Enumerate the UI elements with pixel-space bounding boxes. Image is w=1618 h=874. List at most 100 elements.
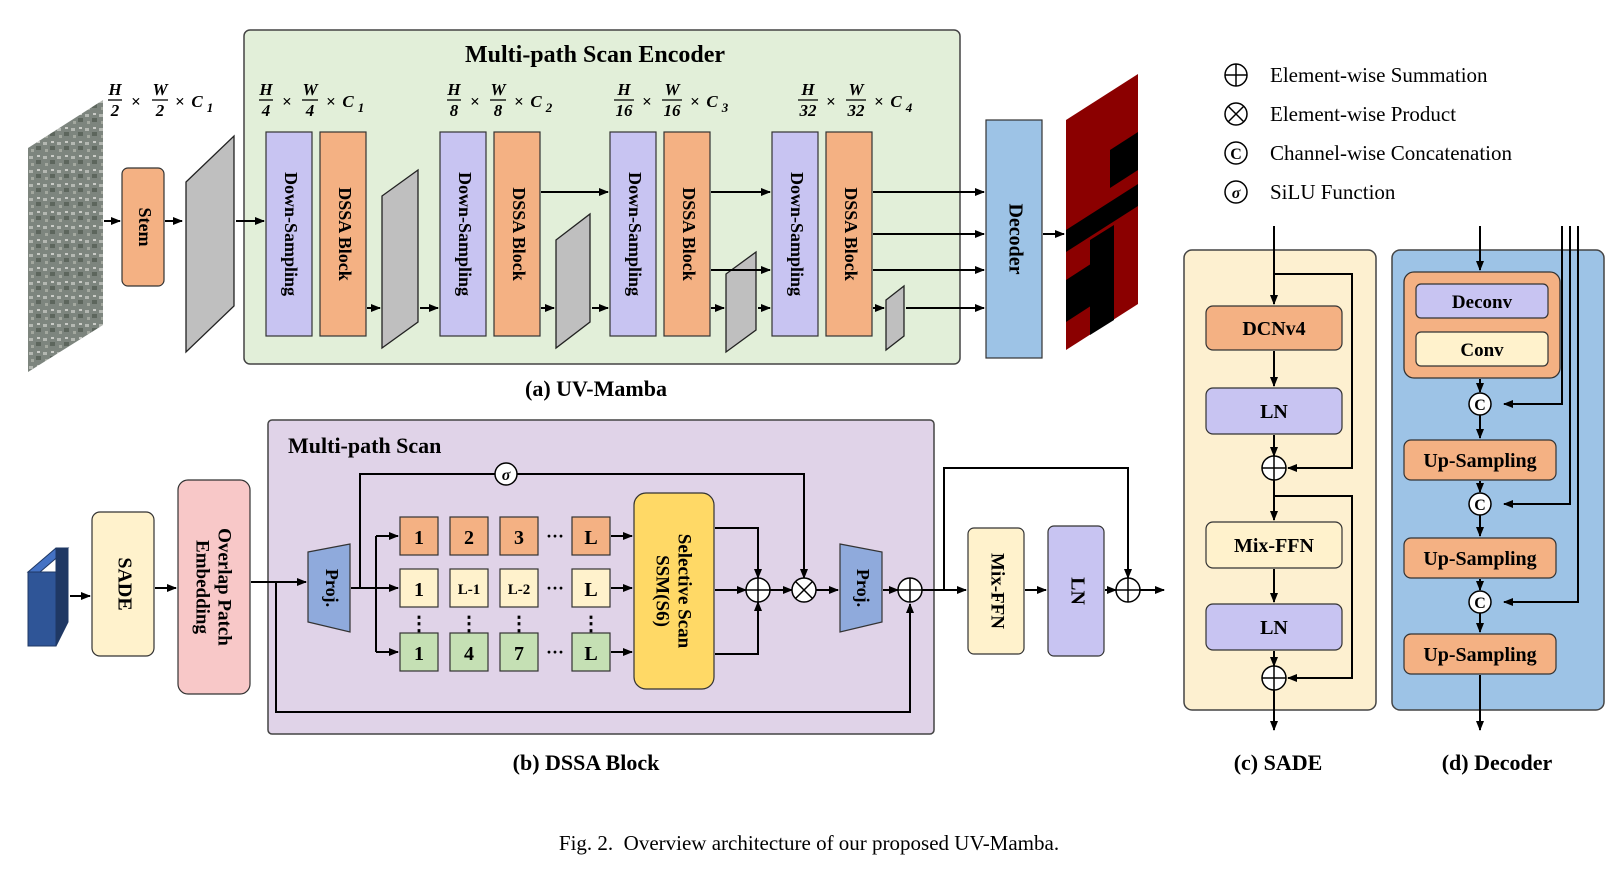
svg-text:H: H [258,80,273,99]
residual-path [943,467,1132,590]
dim-label: H 4 × W 4 × C 1 [258,80,364,120]
feature-map [185,134,235,354]
selective-scan-box [633,492,715,690]
scan-row-strided: 1 4 7 ··· L [399,632,611,672]
arrow [715,601,762,655]
svg-text:×: × [690,92,700,111]
svg-text:W: W [302,80,319,99]
sade-panel [1183,249,1377,711]
proj-label: Proj. [322,569,342,607]
upsampling-label: Up-Sampling [1423,450,1536,472]
svg-text:32: 32 [847,101,866,120]
residual-path [275,582,914,713]
svg-text:C: C [530,92,542,111]
dssa-label: DSSA Block [679,187,699,281]
hdots: ··· [546,578,564,598]
dim-label: H 16 × W 16 × C 3 [614,80,729,120]
token [499,632,539,672]
svg-text:H: H [446,80,461,99]
output-segmentation-map [1066,74,1138,350]
svg-text:σ: σ [1232,185,1241,202]
hdots: ··· [546,526,564,546]
svg-text:W: W [152,80,169,99]
ssm-label-line1: Selective Scan [674,534,695,649]
scan-row-reverse: 1 L-1 L-2 ··· L [399,568,611,608]
token-label: L-2 [508,582,531,598]
svg-text:×: × [326,92,336,111]
upsampling-box [1403,439,1557,481]
ln-box [1205,387,1343,435]
svg-text:1: 1 [358,100,365,115]
hdots: ··· [546,642,564,662]
panel-c: DCNv4 LN Mix-FFN LN (c) SADE [1183,226,1377,775]
caption-c: (c) SADE [1234,750,1323,775]
silu-icon: σ [1224,180,1248,204]
product-icon [1224,102,1248,126]
svg-text:4: 4 [261,101,271,120]
ln-box [1047,525,1105,657]
legend-sum: Element-wise Summation [1270,63,1488,87]
proj-trapezoid [839,543,883,633]
svg-text:C: C [1474,497,1486,514]
feature-map [885,284,905,352]
skip-path [1503,226,1571,508]
svg-text:16: 16 [664,101,682,120]
decoder-box [985,119,1043,359]
ln-label: LN [1066,577,1088,605]
legend-concat: Channel-wise Concatenation [1270,141,1513,165]
upsampling-label: Up-Sampling [1423,644,1536,666]
sum-icon [897,577,923,603]
mixffn-label: Mix-FFN [1234,535,1315,557]
svg-text:32: 32 [799,101,818,120]
caption-d: (d) Decoder [1442,750,1553,775]
token [449,632,489,672]
stem-box [121,167,165,287]
arrow [517,473,808,579]
token-label: 1 [414,643,424,665]
downsampling-label: Down-Sampling [455,172,475,296]
downsampling-label: Down-Sampling [625,172,645,296]
token [571,516,611,556]
svg-text:C: C [890,92,902,111]
scan-title: Multi-path Scan [288,433,441,458]
dim-label: H 2 × W 2 × C 1 [107,80,213,120]
upsampling-box [1403,537,1557,579]
caption-b: (b) DSSA Block [513,750,660,775]
feature-map [555,212,591,350]
token-label: 4 [464,643,474,665]
svg-text:3: 3 [721,100,729,115]
svg-text:4: 4 [305,101,315,120]
figure-caption: Fig. 2. Overview architecture of our pro… [559,831,1059,855]
vdots: ⋮ [409,613,429,635]
ln-label: LN [1260,401,1288,423]
token-label: L-1 [458,582,481,598]
concat-icon: C [1468,492,1492,516]
svg-text:2: 2 [545,100,553,115]
svg-text:×: × [826,92,836,111]
deconv-label: Deconv [1452,292,1513,313]
svg-text:H: H [107,80,122,99]
vdots: ⋮ [459,613,479,635]
legend-product: Element-wise Product [1270,102,1456,126]
sum-icon [1261,665,1287,691]
svg-text:2: 2 [155,101,165,120]
ope-label-line2: Embedding [192,540,213,634]
vdots: ⋮ [509,613,529,635]
feature-map [381,168,419,350]
svg-text:C: C [191,92,203,111]
vdots: ⋮ [581,613,601,635]
token-label: L [584,579,597,601]
product-icon [791,577,817,603]
skip-path [1503,226,1579,606]
svg-text:16: 16 [616,101,634,120]
panel-b: Multi-path Scan SADE Overlap Patch Embed… [26,419,1165,775]
downsampling-label: Down-Sampling [281,172,301,296]
legend-silu: SiLU Function [1270,180,1396,204]
dssa-label: DSSA Block [509,187,529,281]
dssa-label: DSSA Block [335,187,355,281]
svg-text:C: C [706,92,718,111]
stem-label: Stem [135,208,155,247]
token [399,516,439,556]
concat-icon: C [1224,141,1248,165]
dssa-label: DSSA Block [841,187,861,281]
